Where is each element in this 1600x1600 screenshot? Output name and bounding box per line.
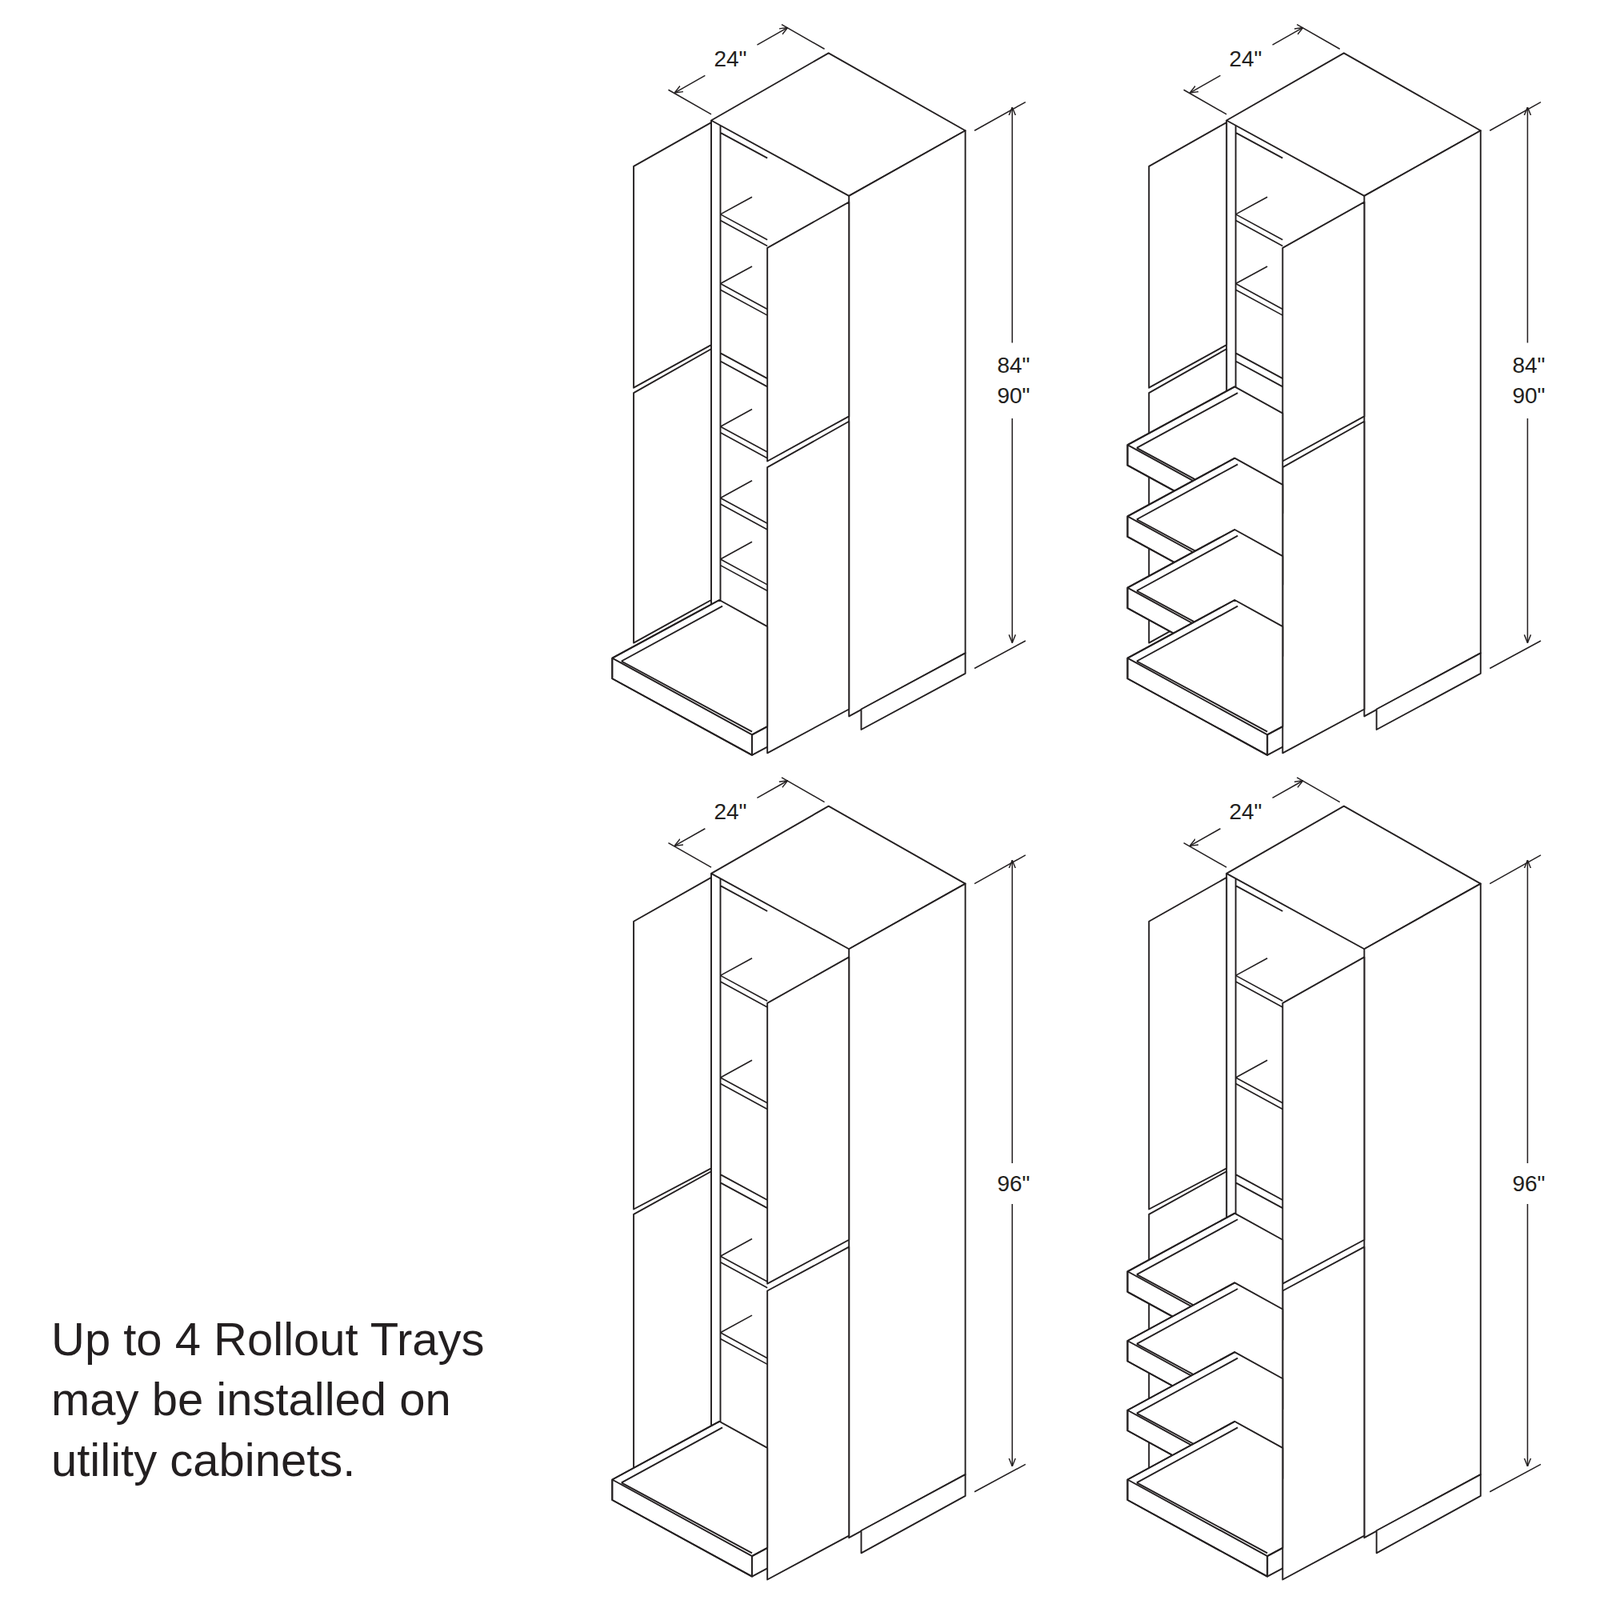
dimension-label: 24" — [710, 45, 750, 74]
dimension-label: 90" — [1508, 382, 1548, 411]
rollout-tray — [1127, 1421, 1283, 1577]
dimension-label: 24" — [1225, 45, 1265, 74]
dimension-label: 24" — [710, 798, 750, 827]
dimension-label: 96" — [1508, 1170, 1548, 1199]
rollout-tray — [612, 600, 768, 756]
rollout-tray — [1127, 600, 1283, 756]
dimension-label: 90" — [993, 382, 1033, 411]
dimension-label: 96" — [993, 1170, 1033, 1199]
dimension-label: 84" — [1508, 352, 1548, 380]
note-text: Up to 4 Rollout Trays may be installed o… — [51, 1308, 500, 1490]
dimension-label: 84" — [993, 352, 1033, 380]
rollout-tray — [612, 1421, 768, 1577]
dimension-label: 24" — [1225, 798, 1265, 827]
